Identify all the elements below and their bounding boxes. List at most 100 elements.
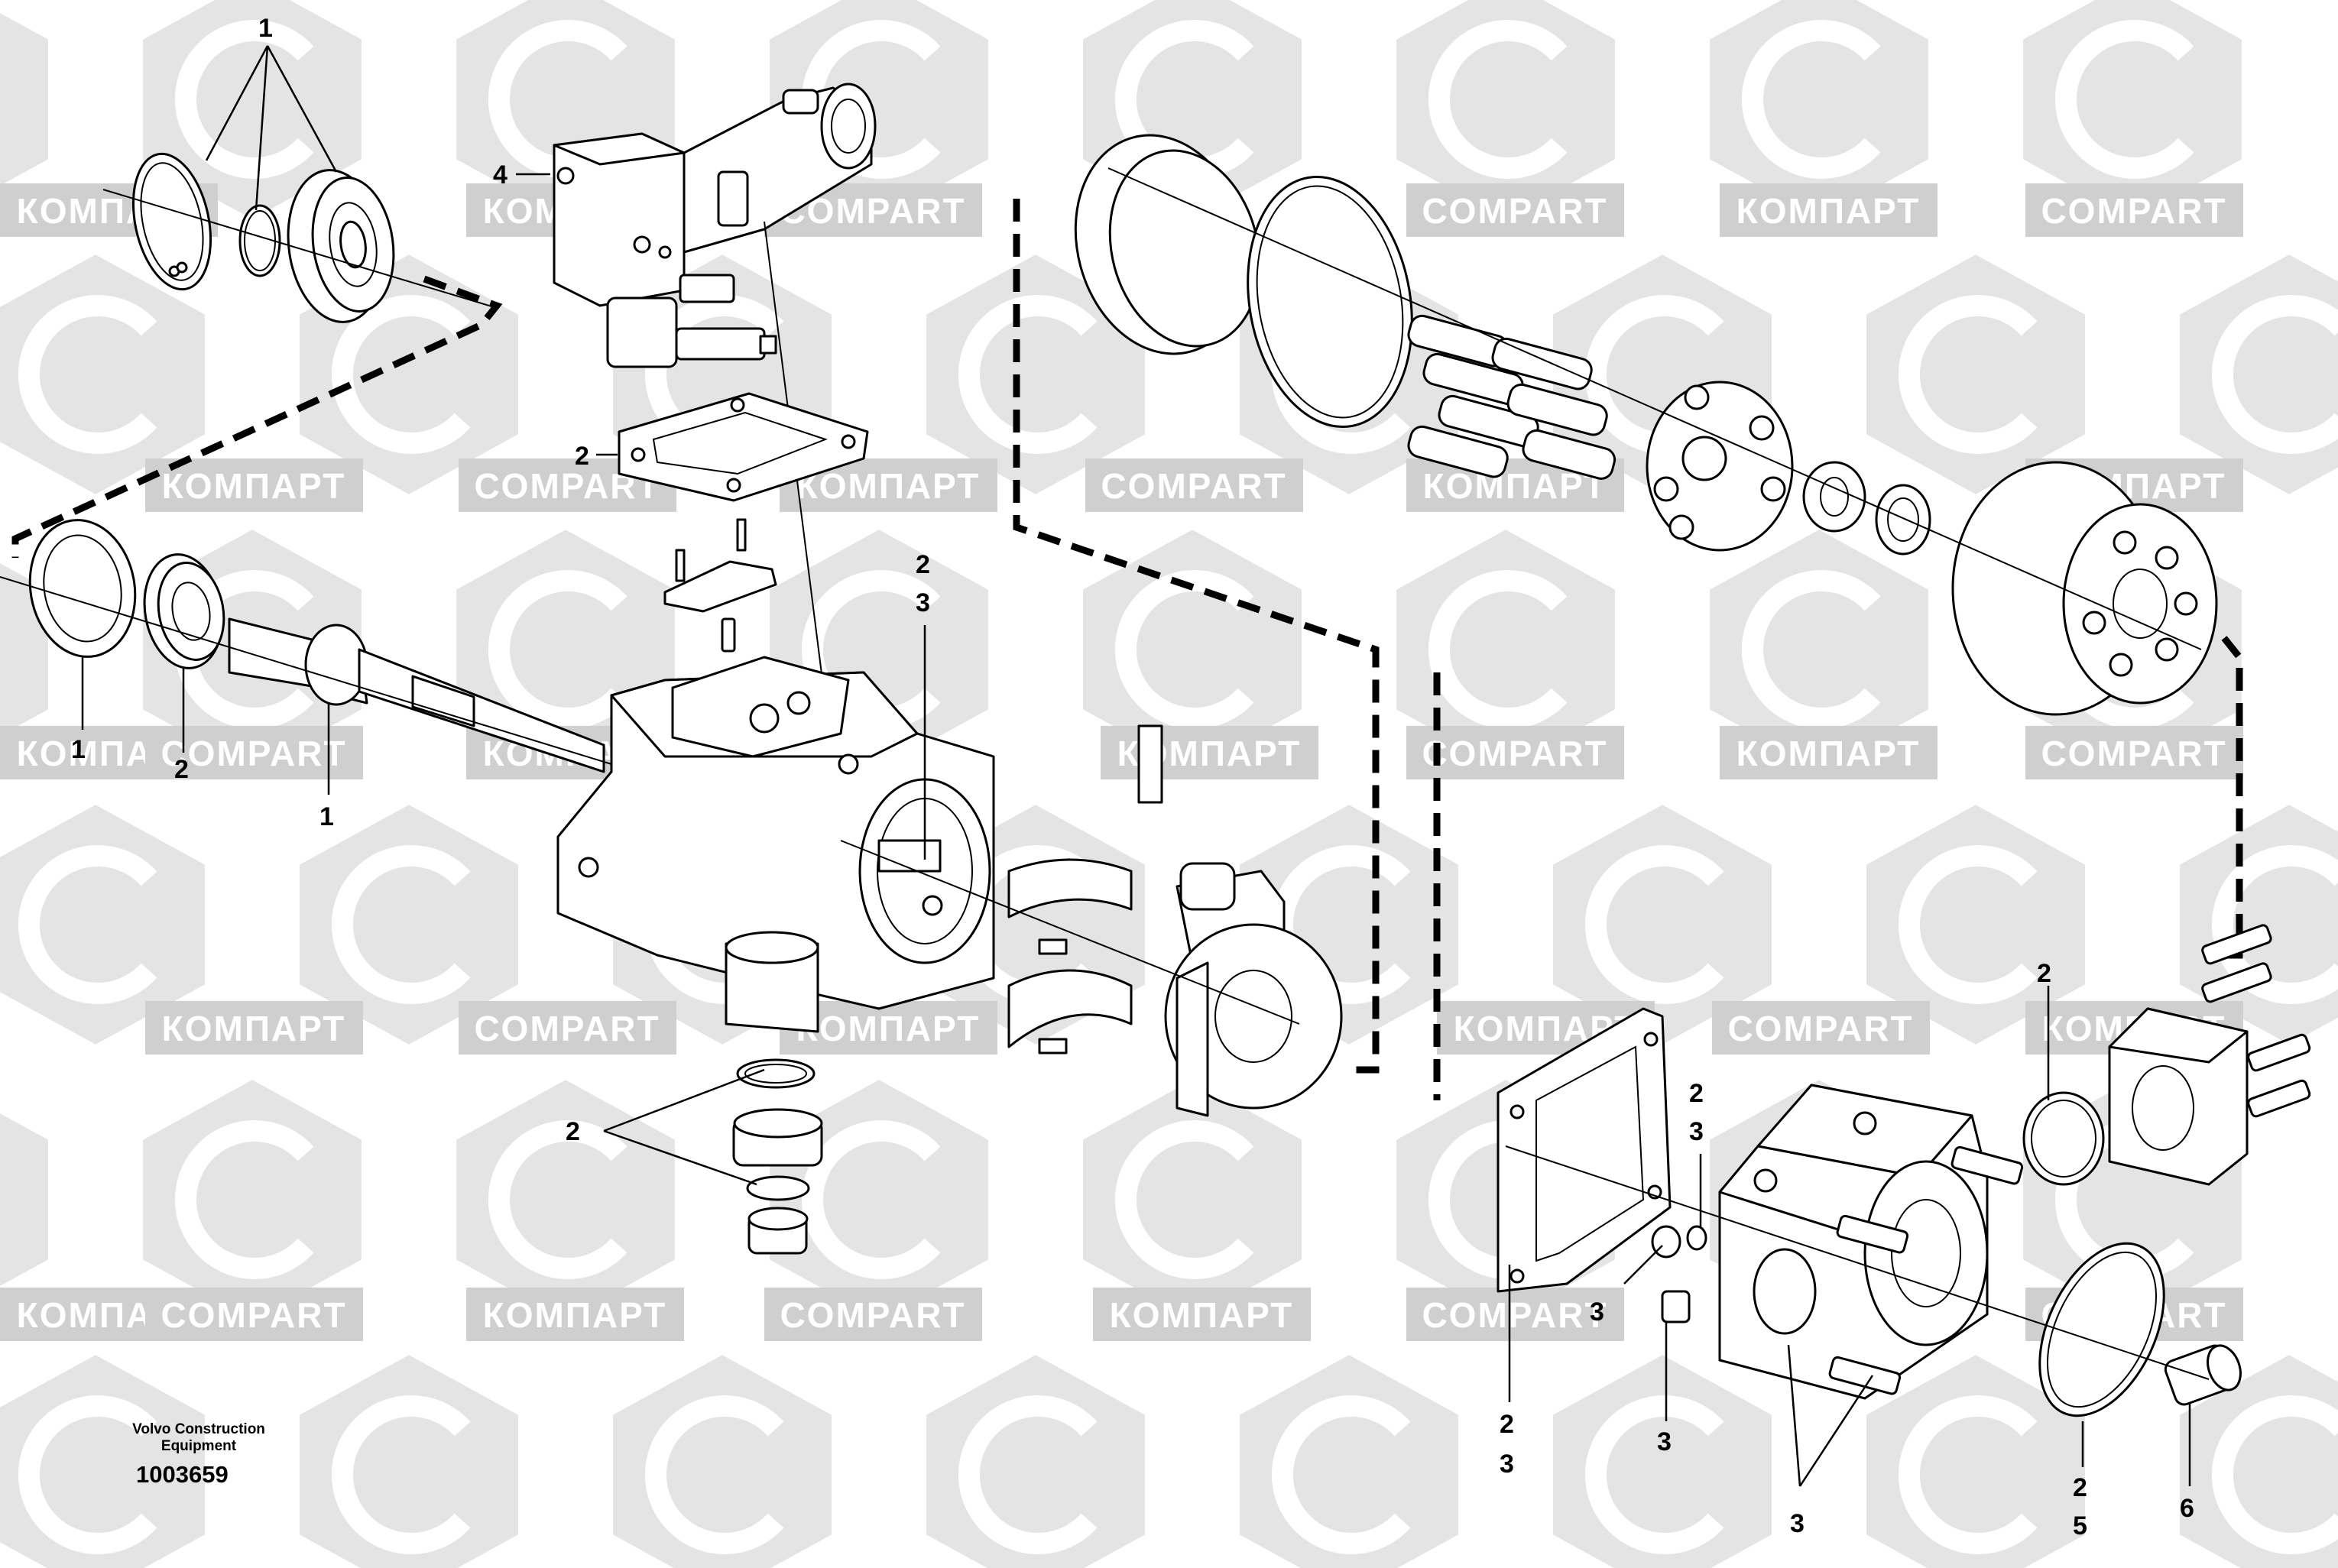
watermark-logo-arc (18, 845, 157, 1004)
watermark-logo-arc (2212, 295, 2338, 454)
callout-2-mid: 2 (1689, 1079, 1704, 1108)
cylinder-block (1951, 461, 2218, 716)
watermark-text: КОМПАРТ (796, 1009, 981, 1048)
swash-bearing-shells (1007, 858, 1133, 1055)
watermark-text: КОМПАРТ (1736, 734, 1921, 773)
callout-2-right-oring: 2 (2037, 959, 2051, 988)
watermark-text: COMPART (1101, 466, 1286, 506)
watermark-logo-arc (645, 1395, 784, 1554)
small-oring (238, 204, 281, 277)
callout-1-top: 1 (258, 14, 273, 43)
pump-housing (556, 656, 995, 1033)
watermark-logo-arc (802, 1120, 941, 1279)
watermark-logo-arc (2055, 20, 2194, 179)
callout-1-shaft: 1 (319, 802, 334, 831)
watermark-label-band (2025, 726, 2243, 779)
watermark-logo-arc (1899, 295, 2038, 454)
watermark-text: КОМПАРТ (483, 1295, 667, 1335)
clamp-plate (663, 518, 777, 653)
callout-3-bolt-left: 3 (1590, 1297, 1604, 1327)
watermark-label-band (1720, 183, 1938, 237)
watermark-hexagon (1866, 805, 2085, 1045)
watermark-hexagon (1866, 254, 2085, 494)
watermark-logo-arc (1428, 20, 1568, 179)
watermark-logo-arc (1742, 20, 1881, 179)
callout-2-plugs: 2 (566, 1117, 580, 1146)
watermark-logo-arc (2212, 1395, 2338, 1554)
shaft-ring (28, 519, 137, 658)
watermark-label-band (2025, 183, 2243, 237)
watermark-logo-arc (1585, 1395, 1724, 1554)
watermark-text: КОМПАРТ (796, 466, 981, 506)
watermark-logo-arc (958, 295, 1098, 454)
drawing-number: 1003659 (136, 1461, 229, 1488)
watermark-text: COMPART (1422, 1295, 1607, 1335)
watermark-logo-arc (1742, 570, 1881, 729)
watermark-text: COMPART (474, 1009, 660, 1048)
small-plugs (1651, 1225, 1707, 1323)
watermark-hexagon (926, 254, 1145, 494)
watermark-text: COMPART (2041, 734, 2226, 773)
pistons (1407, 314, 1616, 480)
callout-2-gasket: 2 (575, 442, 589, 471)
valve-gasket (618, 392, 869, 502)
watermark-logo-arc (488, 570, 627, 729)
snap-ring (131, 152, 212, 291)
watermark-label-band (145, 726, 363, 779)
watermark-logo-arc (1428, 570, 1568, 729)
watermark-hexagon (300, 805, 518, 1045)
watermark-logo-arc (175, 1120, 314, 1279)
watermark-logo-arc (332, 295, 471, 454)
manufacturer-credit: Volvo Construction Equipment (115, 1421, 283, 1455)
watermark-text: КОМПАРТ (1110, 1295, 1294, 1335)
watermark-label-band (466, 1288, 684, 1341)
callout-3-gasket-bottom: 3 (1500, 1450, 1514, 1479)
callout-5: 5 (2073, 1511, 2087, 1540)
callout-3-mid: 3 (1689, 1117, 1704, 1146)
watermark-label-band (1406, 726, 1624, 779)
credit-line-1: Volvo Construction (132, 1421, 265, 1437)
watermark-logo-arc (18, 295, 157, 454)
spring-nut (1875, 484, 1931, 556)
watermark-text: КОМПАРТ (162, 1009, 346, 1048)
watermark-logo-arc (1115, 570, 1254, 729)
callout-leaders (81, 45, 2191, 1487)
watermark-label-band (145, 458, 363, 512)
credit-line-2: Equipment (161, 1438, 237, 1454)
callout-labels: 1 4 2 2 3 1 2 1 2 2 2 3 3 2 3 3 3 2 5 6 (71, 14, 2194, 1540)
watermark-text: COMPART (1422, 734, 1607, 773)
watermark-label-band (1085, 458, 1303, 512)
watermark-text: COMPART (2041, 191, 2226, 231)
watermark-label-band (764, 1288, 982, 1341)
cover-bolts (1828, 1145, 2024, 1395)
watermark-text: COMPART (1727, 1009, 1913, 1048)
watermark-hexagon (143, 1080, 362, 1320)
watermark-logo-arc (1899, 1395, 2038, 1554)
watermark-logo-arc (488, 1120, 627, 1279)
callout-3-body: 3 (916, 588, 930, 617)
callout-2-seal: 2 (174, 755, 189, 784)
watermark-text: COMPART (161, 734, 346, 773)
watermark-label-band (1406, 183, 1624, 237)
watermark-text: COMPART (1422, 191, 1607, 231)
watermark-logo-arc (1272, 1395, 1411, 1554)
watermark-hexagon (1553, 805, 1772, 1045)
watermark-logo-arc (2212, 845, 2338, 1004)
callout-2-gasket-bottom: 2 (1500, 1410, 1514, 1439)
watermark-label-band (1093, 1288, 1311, 1341)
retaining-plate (1646, 381, 1794, 552)
watermark-logo-arc (332, 845, 471, 1004)
watermark-label-band (1101, 726, 1318, 779)
watermark-label-band (145, 1001, 363, 1055)
large-cover-oring (2038, 1242, 2165, 1417)
watermark-logo-arc (175, 20, 314, 179)
watermark-logo-arc (958, 1395, 1098, 1554)
watermark-label-band (1720, 726, 1938, 779)
watermark-label-band (459, 1001, 676, 1055)
watermark-label-band (145, 1288, 363, 1341)
spherical-bushing (1802, 461, 1866, 533)
ball-bearing (287, 169, 395, 323)
watermark-logo-arc (332, 1395, 471, 1554)
watermark-hexagon (0, 1113, 48, 1286)
